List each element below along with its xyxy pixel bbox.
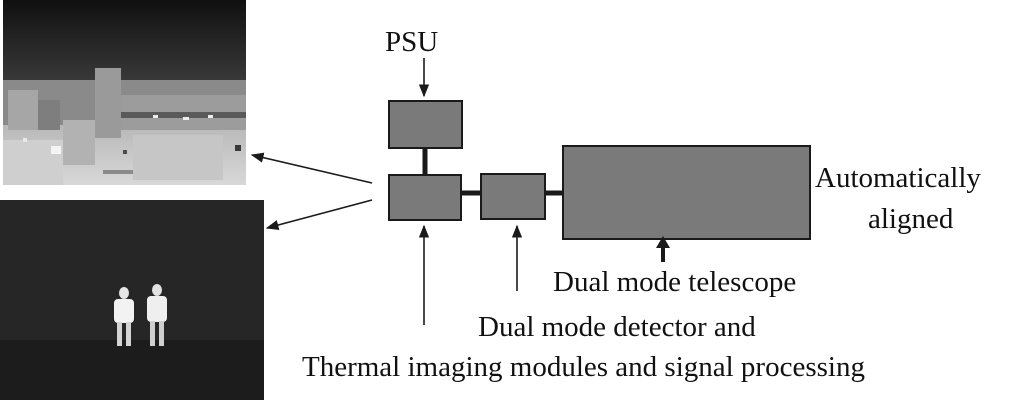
psu-block <box>388 100 463 149</box>
person-figure <box>147 284 167 346</box>
telescope-label: Dual mode telescope <box>553 266 797 298</box>
thermal-module-block <box>388 174 462 221</box>
thermal-image-people <box>0 200 264 400</box>
thermal-image-city <box>3 0 246 185</box>
aligned-label-line1: Automatically <box>815 162 981 194</box>
arrow-to-bottom-image <box>265 199 373 230</box>
telescope-arrow-head <box>656 236 670 248</box>
people-scene-graphic <box>0 200 264 400</box>
psu-label: PSU <box>385 26 439 58</box>
detector-block <box>480 173 546 220</box>
person-figure <box>114 287 134 346</box>
telescope-block <box>562 145 811 240</box>
city-scene-graphic <box>3 0 246 185</box>
aligned-label-line2: aligned <box>868 203 954 235</box>
thermal-label: Thermal imaging modules and signal proce… <box>302 351 865 383</box>
detector-label: Dual mode detector and <box>478 311 756 343</box>
arrow-to-top-image <box>250 152 373 184</box>
